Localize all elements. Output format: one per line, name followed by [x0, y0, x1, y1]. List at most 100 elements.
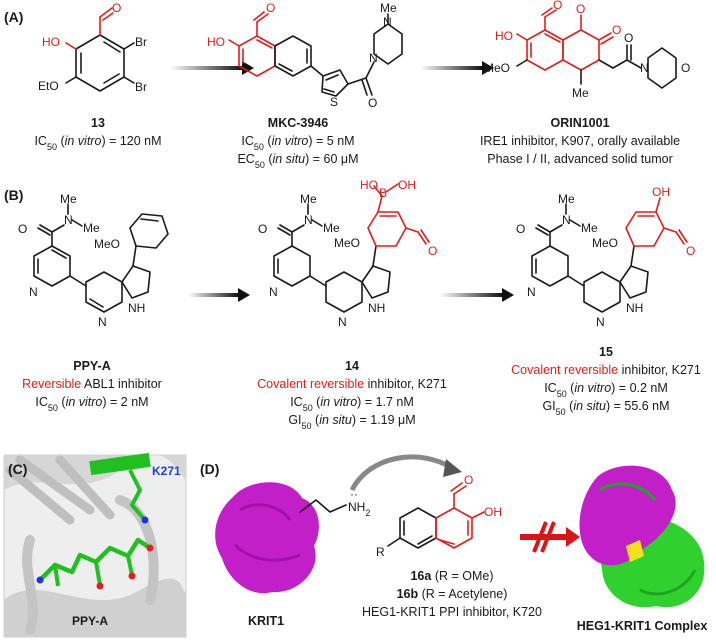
- atom-n-15-azaindole: N: [596, 315, 605, 329]
- atom-oh-15: OH: [652, 185, 670, 199]
- atom-o-13: O: [112, 1, 121, 15]
- atom-n-mkc-1: N: [369, 51, 378, 65]
- reaction-arrow-b2: [440, 293, 502, 297]
- compound-ppya-desc: Reversible ABL1 inhibitor: [22, 377, 162, 391]
- compound-13-ic50: IC50 (in vitro) = 120 nM: [34, 134, 161, 152]
- atom-meo-orin: MeO: [484, 61, 510, 75]
- atom-nh-15: NH: [626, 301, 643, 315]
- compound-15-id: 15: [599, 345, 613, 359]
- structure-mkc-3946: [228, 11, 403, 97]
- atom-o-14-aldehyde: O: [428, 244, 437, 258]
- atom-me-14-1: Me: [300, 192, 317, 206]
- reaction-arrowhead-b1: [238, 288, 250, 302]
- reaction-arrow-a2: [420, 66, 482, 70]
- atom-o-orin-morpholine: O: [681, 61, 690, 75]
- atom-o-orin-aldehyde: O: [553, 0, 562, 12]
- compound-14-gi50: GI50 (in situ) = 1.19 μM: [288, 413, 415, 431]
- nucleophilic-attack-arrowhead: [443, 459, 462, 477]
- structure-15: [531, 197, 688, 313]
- reaction-arrowhead-b2: [502, 288, 514, 302]
- compound-13-id: 13: [91, 116, 105, 130]
- blocked-arrow-shaft: [520, 534, 566, 540]
- atom-n-mkc-2: N: [383, 15, 392, 29]
- atom-b-14: B: [379, 186, 387, 200]
- contact-patch: [626, 540, 644, 562]
- atom-o-mkc: O: [266, 1, 275, 15]
- compound-ppya-ic50: IC50 (in vitro) = 2 nM: [35, 395, 148, 413]
- structure-ppy-a: [33, 203, 169, 313]
- reaction-arrowhead-a1: [242, 61, 254, 75]
- atom-n-15-amide: N: [562, 213, 571, 227]
- atom-n-14-amide: N: [304, 213, 313, 227]
- atom-meo-15: MeO: [592, 236, 618, 250]
- krit1-complex-surface: [579, 465, 676, 566]
- reaction-arrow-a1: [170, 66, 242, 70]
- blocked-arrowhead: [566, 527, 580, 547]
- atom-r-16: R: [376, 545, 385, 559]
- structure-orin1001: [516, 7, 677, 89]
- compound-16a: 16a (R = OMe): [410, 569, 493, 583]
- panel-label-a: (A): [4, 9, 23, 25]
- structure-16: [387, 482, 485, 549]
- compound-orin-line2: Phase I / II, advanced solid tumor: [487, 152, 673, 166]
- compound-14-id: 14: [345, 359, 359, 373]
- atom-ho-orin: HO: [495, 29, 513, 43]
- atom-o-ppya: O: [18, 222, 27, 236]
- compound-mkc-ic50: IC50 (in vitro) = 5 nM: [241, 134, 354, 152]
- protein-label-krit1: KRIT1: [248, 614, 284, 628]
- compound-mkc-ec50: EC50 (in situ) = 60 μM: [237, 152, 358, 170]
- compound-16-desc: HEG1-KRIT1 PPI inhibitor, K720: [362, 605, 542, 619]
- atom-meo-14: MeO: [334, 236, 360, 250]
- atom-me-ppya-1: Me: [60, 192, 77, 206]
- atom-nh2-lysine: NH2: [348, 500, 370, 518]
- lysine-linker: [299, 499, 347, 513]
- atom-n-orin: N: [640, 61, 649, 75]
- compound-15-desc: Covalent reversible inhibitor, K271: [511, 363, 701, 377]
- panel-label-b: (B): [4, 187, 23, 203]
- compound-ppya-id: PPY-A: [73, 359, 111, 373]
- reaction-arrowhead-a2: [482, 61, 494, 75]
- atom-o-15: O: [516, 222, 525, 236]
- panel-label-d: (D): [200, 461, 219, 477]
- atom-n-15-pyridine: N: [527, 285, 536, 299]
- atom-o-14: O: [258, 222, 267, 236]
- complex-label: HEG1-KRIT1 Complex: [577, 619, 708, 633]
- atom-o-15-aldehyde: O: [686, 244, 695, 258]
- atom-me-ppya-2: Me: [83, 221, 100, 235]
- atom-oh-14: OH: [398, 178, 416, 192]
- docking-image: [3, 452, 187, 638]
- compound-14-desc: Covalent reversible inhibitor, K271: [257, 377, 447, 391]
- compound-15-ic50: IC50 (in vitro) = 0.2 nM: [544, 381, 668, 399]
- compound-orin-line1: IRE1 inhibitor, K907, orally available: [480, 134, 680, 148]
- compound-orin-id: ORIN1001: [550, 116, 609, 130]
- structure-14: [273, 183, 430, 313]
- atom-br-13-bottom: Br: [135, 80, 147, 94]
- atom-o-orin-lactone: O: [612, 23, 621, 37]
- atom-s-mkc: S: [330, 95, 338, 109]
- atom-nh-ppya: NH: [128, 301, 145, 315]
- compound-16b: 16b (R = Acetylene): [397, 587, 508, 601]
- atom-br-13-top: Br: [135, 35, 147, 49]
- atom-meo-ppya: MeO: [94, 237, 120, 251]
- atom-n-14-azaindole: N: [338, 315, 347, 329]
- atom-ho-13: HO: [42, 35, 60, 49]
- atom-oh-16: OH: [484, 505, 502, 519]
- atom-ho-mkc: HO: [207, 35, 225, 49]
- atom-n-ppya-amide: N: [64, 213, 73, 227]
- panel-label-c: (C): [8, 461, 27, 477]
- atom-ho-14-boronic: HO: [360, 178, 378, 192]
- blocked-slash-2: [540, 521, 556, 553]
- lone-pair: ··: [350, 487, 358, 501]
- atom-o-orin-amide: O: [624, 31, 633, 45]
- krit1-surface: [215, 482, 319, 594]
- atom-nh-14: NH: [368, 301, 385, 315]
- atom-n-ppya-azaindole: N: [98, 315, 107, 329]
- atom-me-14-2: Me: [323, 221, 340, 235]
- atom-me-mkc: Me: [380, 1, 397, 15]
- compound-14-ic50: IC50 (in vitro) = 1.7 nM: [290, 395, 414, 413]
- atom-me-orin: Me: [572, 86, 589, 100]
- atom-n-14-pyridine: N: [269, 285, 278, 299]
- atom-o-16: O: [464, 473, 473, 487]
- atom-me-15-1: Me: [558, 192, 575, 206]
- structure-13: [65, 7, 135, 92]
